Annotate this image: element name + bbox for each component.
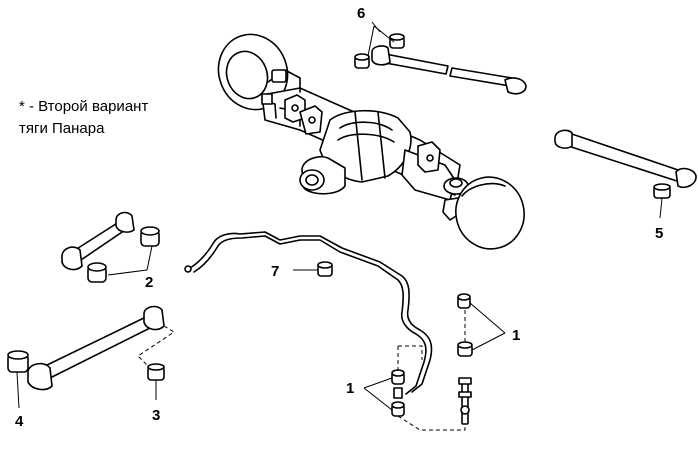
stabilizer-bar (184, 231, 433, 395)
rear-axle (217, 33, 525, 250)
callout-3: 3 (152, 407, 160, 424)
callout-2: 2 (145, 274, 153, 291)
note-line-2: тяги Панара (19, 120, 105, 137)
note-line-1: * - Второй вариант (19, 98, 149, 115)
stabilizer-link-1 (391, 293, 473, 431)
callout-5: 5 (655, 225, 663, 242)
lateral-link-5 (554, 129, 697, 199)
callout-1-right: 1 (512, 327, 520, 344)
lower-link-2 (61, 211, 160, 283)
bushing-2b (87, 262, 107, 283)
callout-labels: 6 5 2 3 4 7 1 1 (15, 5, 663, 430)
bushing-3 (147, 363, 165, 381)
bushing-7 (317, 261, 333, 277)
bushing-5 (653, 183, 671, 199)
bushing-4 (7, 350, 29, 373)
callout-6: 6 (357, 5, 365, 22)
panhard-rod-4 (7, 305, 175, 391)
bushing-2a (140, 226, 160, 247)
upper-control-arm-6 (354, 33, 527, 95)
callout-1-left: 1 (346, 380, 354, 397)
callout-4: 4 (15, 413, 24, 430)
callout-7: 7 (271, 263, 279, 280)
panhard-rod-note: * - Второй вариант тяги Панара (19, 96, 148, 140)
leader-lines (16, 21, 663, 411)
bushing-6b (389, 33, 405, 49)
bushing-6a (354, 53, 370, 69)
